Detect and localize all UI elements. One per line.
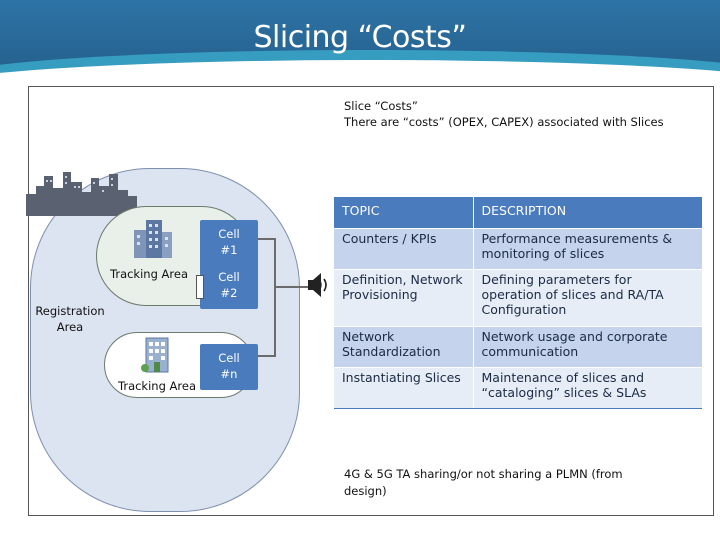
cell-2: Cell #2 — [200, 263, 258, 309]
table-cell-description: Performance measurements & monitoring of… — [473, 227, 702, 269]
page-title: Slicing “Costs” — [253, 20, 467, 55]
table-header-description: DESCRIPTION — [473, 197, 702, 228]
intro-line-2: There are “costs” (OPEX, CAPEX) associat… — [344, 115, 664, 129]
table-row: Network Standardization Network usage an… — [334, 325, 702, 367]
header-wave — [0, 60, 720, 76]
intro-line-1: Slice “Costs” — [344, 99, 418, 113]
table-row: Instantiating Slices Maintenance of slic… — [334, 366, 702, 409]
cell-1-label: Cell — [218, 227, 240, 241]
office-building-icon — [141, 337, 169, 373]
table-cell-topic: Network Standardization — [334, 325, 474, 367]
city-skyline-icon — [26, 172, 137, 216]
table-cell-description: Defining parameters for operation of sli… — [473, 268, 702, 326]
registration-area-label-line-1: Registration — [35, 304, 105, 318]
table-row: Definition, Network Provisioning Definin… — [334, 268, 702, 326]
cell-connector-line — [276, 286, 310, 288]
cell-2-label: Cell — [218, 270, 240, 284]
tracking-area-label-upper: Tracking Area — [110, 267, 188, 281]
table-cell-topic: Counters / KPIs — [334, 227, 474, 269]
cell-n-label: Cell — [218, 351, 240, 365]
cell-connector-bracket — [258, 238, 276, 357]
table-cell-description: Maintenance of slices and “cataloging” s… — [473, 366, 702, 409]
cell-2-handle — [196, 275, 204, 299]
cell-1-number: #1 — [220, 243, 238, 257]
registration-area-label-line-2: Area — [56, 320, 84, 334]
table-row: Counters / KPIs Performance measurements… — [334, 227, 702, 269]
table-cell-topic: Instantiating Slices — [334, 366, 474, 409]
cell-2-number: #2 — [220, 286, 238, 300]
table-cell-description: Network usage and corporate communicatio… — [473, 325, 702, 367]
table-header-row: TOPIC DESCRIPTION — [334, 197, 702, 228]
cell-1: Cell #1 — [200, 220, 258, 266]
table-cell-topic: Definition, Network Provisioning — [334, 268, 474, 326]
slicing-costs-table: TOPIC DESCRIPTION Counters / KPIs Perfor… — [334, 197, 702, 409]
slide-header — [0, 0, 720, 76]
tracking-area-label-lower: Tracking Area — [118, 379, 196, 393]
table-header-topic: TOPIC — [334, 197, 474, 228]
footnote-text: 4G & 5G TA sharing/or not sharing a PLMN… — [344, 467, 623, 498]
cell-n-number: #n — [220, 367, 238, 381]
cell-n: Cell #n — [200, 344, 258, 390]
speaker-icon — [308, 273, 327, 297]
intro-text: Slice “Costs” There are “costs” (OPEX, C… — [344, 98, 664, 130]
office-building-icon — [134, 220, 172, 258]
registration-area-label: Registration Area — [34, 303, 106, 335]
